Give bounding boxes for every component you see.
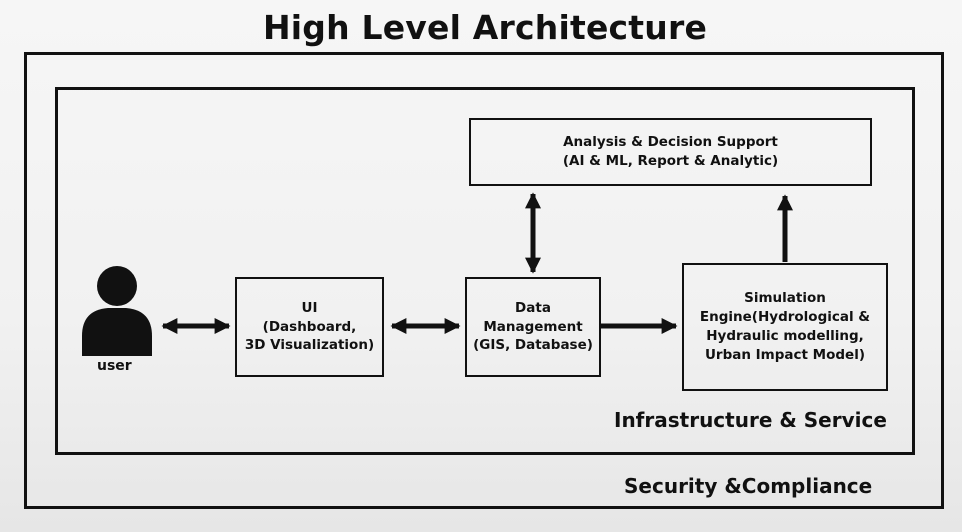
page-title: High Level Architecture [262, 8, 708, 47]
infrastructure-service-label: Infrastructure & Service [614, 408, 887, 432]
infrastructure-service-boundary [55, 87, 915, 455]
data-management-box: Data Management (GIS, Database) [465, 277, 601, 377]
security-compliance-boundary [24, 52, 944, 509]
user-icon [82, 266, 152, 356]
simulation-engine-box: Simulation Engine(Hydrological & Hydraul… [682, 263, 888, 391]
security-compliance-label: Security &Compliance [624, 474, 873, 498]
analysis-decision-support-box: Analysis & Decision Support (AI & ML, Re… [469, 118, 872, 186]
user-label: user [97, 358, 132, 374]
ui-box: UI (Dashboard, 3D Visualization) [235, 277, 384, 377]
